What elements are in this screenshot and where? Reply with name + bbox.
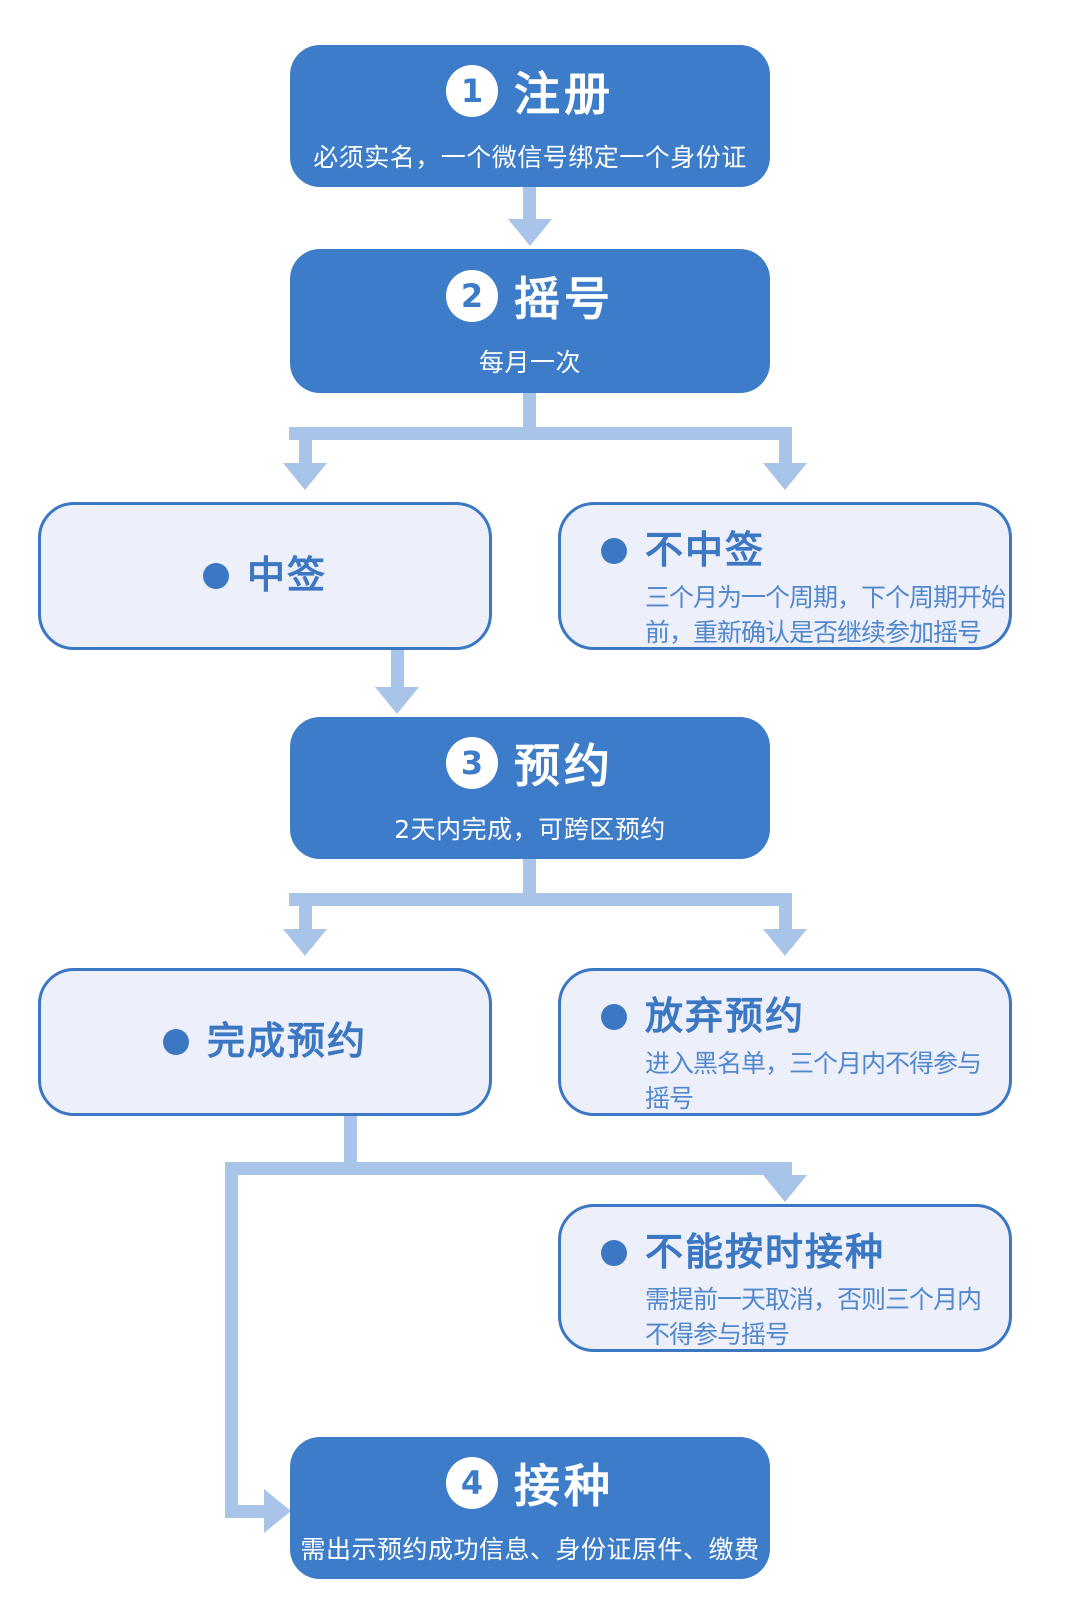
step-register-title: 注册 — [514, 67, 614, 121]
connector-line — [523, 393, 536, 427]
connector-line — [299, 906, 312, 930]
step-number-1-badge: 1 — [446, 65, 498, 117]
bullet-icon — [162, 1029, 189, 1055]
connector-line — [289, 893, 792, 906]
step-lottery-node: 2 摇号 每月一次 — [290, 249, 770, 393]
arrow-right-icon — [264, 1489, 291, 1533]
bullet-icon — [601, 1239, 627, 1266]
connector-line — [391, 650, 404, 687]
connector-line — [344, 1116, 357, 1162]
outcome-lose-title: 不中签 — [645, 528, 766, 572]
connector-line — [289, 427, 792, 440]
arrow-down-icon — [283, 463, 327, 490]
step-register-subtitle: 必须实名，一个微信号绑定一个身份证 — [313, 143, 747, 172]
outcome-complete-node: 完成预约 — [38, 968, 492, 1116]
bullet-icon — [601, 1003, 627, 1030]
outcome-lose-title-row: 不中签 — [601, 528, 997, 573]
outcome-miss-title-row: 不能按时接种 — [601, 1230, 997, 1275]
step-number-4-badge: 4 — [446, 1457, 498, 1509]
step-appointment-subtitle: 2天内完成，可跨区预约 — [394, 815, 666, 844]
outcome-abandon-detail-line1: 进入黑名单，三个月内不得参与 — [645, 1048, 982, 1078]
step-vaccinate-subtitle: 需出示预约成功信息、身份证原件、缴费 — [300, 1535, 760, 1564]
step-vaccinate-title-row: 4 接种 — [446, 1450, 614, 1516]
connector-line — [523, 187, 536, 219]
step-lottery-subtitle: 每月一次 — [478, 348, 581, 377]
outcome-lose-detail: 三个月为一个周期，下个周期开始 前，重新确认是否继续参加摇号 — [645, 580, 1006, 650]
step-number-2-badge: 2 — [446, 270, 498, 322]
outcome-miss-detail: 需提前一天取消，否则三个月内 不得参与摇号 — [645, 1282, 997, 1352]
arrow-down-icon — [763, 463, 807, 490]
bullet-icon — [601, 537, 627, 564]
outcome-miss-node: 不能按时接种 需提前一天取消，否则三个月内 不得参与摇号 — [558, 1204, 1012, 1352]
outcome-win-node: 中签 — [38, 502, 492, 650]
connector-line — [523, 859, 536, 893]
step-register-title-row: 1 注册 — [446, 58, 614, 124]
connector-line — [779, 906, 792, 930]
outcome-lose-detail-line1: 三个月为一个周期，下个周期开始 — [645, 582, 1006, 612]
outcome-abandon-title: 放弃预约 — [645, 994, 806, 1038]
step-number-3-badge: 3 — [446, 737, 498, 789]
outcome-win-title-row: 中签 — [202, 553, 327, 598]
outcome-abandon-title-row: 放弃预约 — [601, 994, 997, 1039]
arrow-down-icon — [283, 929, 327, 956]
outcome-abandon-node: 放弃预约 进入黑名单，三个月内不得参与 摇号 — [558, 968, 1012, 1116]
connector-line — [225, 1175, 238, 1505]
arrow-down-icon — [763, 1175, 807, 1202]
outcome-miss-detail-line2: 不得参与摇号 — [645, 1319, 790, 1349]
step-appointment-title-row: 3 预约 — [446, 730, 614, 796]
outcome-lose-detail-line2: 前，重新确认是否继续参加摇号 — [645, 617, 982, 647]
step-lottery-title-row: 2 摇号 — [446, 263, 614, 329]
outcome-abandon-detail: 进入黑名单，三个月内不得参与 摇号 — [645, 1046, 997, 1116]
step-vaccinate-title: 接种 — [514, 1459, 614, 1513]
arrow-down-icon — [508, 219, 552, 246]
outcome-miss-detail-line1: 需提前一天取消，否则三个月内 — [645, 1284, 982, 1314]
outcome-win-title: 中签 — [246, 553, 327, 598]
outcome-abandon-detail-line2: 摇号 — [645, 1083, 694, 1113]
arrow-down-icon — [375, 687, 419, 714]
connector-line — [225, 1162, 792, 1175]
outcome-complete-title-row: 完成预约 — [162, 1019, 367, 1064]
connector-line — [779, 440, 792, 464]
outcome-complete-title: 完成预约 — [206, 1019, 367, 1064]
step-register-node: 1 注册 必须实名，一个微信号绑定一个身份证 — [290, 45, 770, 187]
connector-line — [299, 440, 312, 464]
step-lottery-title: 摇号 — [514, 272, 614, 326]
step-vaccinate-node: 4 接种 需出示预约成功信息、身份证原件、缴费 — [290, 1437, 770, 1579]
arrow-down-icon — [763, 929, 807, 956]
connector-line — [225, 1505, 265, 1518]
outcome-miss-title: 不能按时接种 — [645, 1230, 886, 1274]
step-appointment-title: 预约 — [514, 739, 614, 793]
bullet-icon — [202, 563, 229, 589]
outcome-lose-node: 不中签 三个月为一个周期，下个周期开始 前，重新确认是否继续参加摇号 — [558, 502, 1012, 650]
step-appointment-node: 3 预约 2天内完成，可跨区预约 — [290, 717, 770, 859]
